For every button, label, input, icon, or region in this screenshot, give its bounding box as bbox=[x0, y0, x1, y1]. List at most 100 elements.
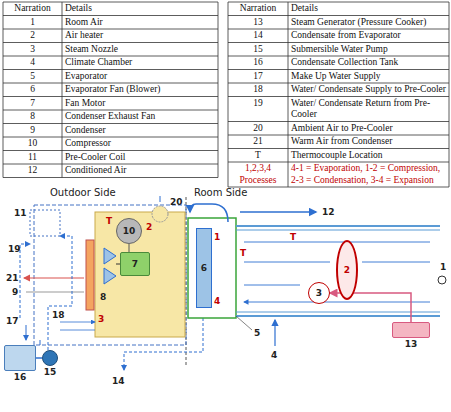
details-cell: Submersible Water Pump bbox=[291, 44, 446, 56]
narration-cell: 10 bbox=[6, 138, 59, 150]
callout-number: 2 bbox=[146, 222, 152, 232]
table-rule bbox=[288, 2, 289, 187]
callout-number: 12 bbox=[322, 207, 335, 217]
narration-cell: 19 bbox=[231, 98, 285, 110]
narration-cell: 9 bbox=[6, 125, 59, 137]
art-stroke bbox=[152, 206, 168, 222]
narration-cell: 18 bbox=[231, 84, 285, 96]
callout-number: T bbox=[106, 216, 112, 226]
narration-cell: 7 bbox=[6, 98, 59, 110]
art-stroke bbox=[274, 320, 275, 346]
details-cell: Conditioned Air bbox=[65, 165, 215, 177]
callout-number: 19 bbox=[8, 244, 21, 254]
art-stroke bbox=[236, 316, 252, 330]
collection-tank: 16 bbox=[4, 345, 36, 371]
table-rule bbox=[3, 83, 218, 84]
art-stroke bbox=[236, 312, 440, 313]
table-rule bbox=[449, 2, 450, 187]
art-stroke bbox=[236, 225, 440, 227]
callout-number: 4 bbox=[271, 350, 277, 360]
art-stroke bbox=[26, 292, 84, 293]
table-rule bbox=[228, 148, 449, 149]
callout-number: 3 bbox=[316, 288, 322, 298]
callout-number: 15 bbox=[44, 367, 57, 377]
details-cell: 4-1 = Evaporation, 1-2 = Compression, 2-… bbox=[291, 163, 446, 186]
compressor: 10 bbox=[116, 218, 142, 244]
narration-cell: 8 bbox=[6, 111, 59, 123]
narration-cell: 6 bbox=[6, 84, 59, 96]
air-heater: 2 bbox=[336, 240, 358, 300]
table-rule bbox=[3, 137, 218, 138]
narration-cell: T bbox=[231, 150, 285, 162]
narration-cell: 15 bbox=[231, 44, 285, 56]
table-rule bbox=[3, 2, 218, 3]
room-unit bbox=[188, 204, 446, 346]
table-rule bbox=[3, 164, 218, 165]
details-cell: Evaporator bbox=[65, 71, 215, 83]
table-rule bbox=[3, 150, 218, 151]
details-cell: Ambient Air to Pre-Cooler bbox=[291, 123, 446, 135]
art-stroke bbox=[48, 236, 72, 350]
outdoor-unit bbox=[20, 196, 203, 370]
narration-cell: 11 bbox=[6, 152, 59, 164]
table-rule bbox=[3, 69, 218, 70]
table-rule bbox=[228, 56, 449, 57]
details-cell: Pre-Cooler Coil bbox=[65, 152, 215, 164]
art-stroke bbox=[236, 230, 440, 231]
art-stroke bbox=[34, 205, 186, 345]
narration-cell: 4 bbox=[6, 57, 59, 69]
table-rule bbox=[228, 2, 449, 3]
art-stroke bbox=[124, 318, 203, 370]
table-rule bbox=[228, 29, 449, 30]
callout-number: 11 bbox=[14, 208, 27, 218]
callout-number: T bbox=[240, 248, 246, 258]
table-rule bbox=[228, 135, 449, 136]
table-rule bbox=[228, 96, 449, 97]
details-cell: Details bbox=[65, 3, 215, 15]
callout-number: 14 bbox=[112, 376, 125, 386]
art-stroke bbox=[30, 210, 60, 236]
table-rule bbox=[228, 187, 449, 188]
narration-cell: 13 bbox=[231, 17, 285, 29]
fan-motor: 7 bbox=[120, 252, 150, 276]
art-stroke bbox=[86, 240, 94, 310]
table-rule bbox=[62, 2, 63, 178]
table-rule bbox=[228, 2, 229, 187]
table-rule bbox=[218, 2, 219, 178]
table-rule bbox=[3, 56, 218, 57]
table-rule bbox=[228, 121, 449, 122]
narration-cell: 2 bbox=[6, 30, 59, 42]
table-rule bbox=[3, 177, 218, 178]
details-cell: Steam Generator (Pressure Cooker) bbox=[291, 17, 446, 29]
callout-number: 1 bbox=[440, 262, 446, 272]
callout-number: 6 bbox=[201, 263, 207, 273]
art-stroke bbox=[26, 325, 27, 340]
table-rule bbox=[3, 2, 4, 178]
details-cell: Thermocouple Location bbox=[291, 150, 446, 162]
table-rule bbox=[3, 110, 218, 111]
table-rule bbox=[3, 96, 218, 97]
art-stroke bbox=[60, 322, 95, 330]
table-rule bbox=[228, 162, 449, 163]
details-cell: Condensate from Evaporator bbox=[291, 30, 446, 42]
details-cell: Condenser Exhaust Fan bbox=[65, 111, 215, 123]
callout-number: 20 bbox=[170, 197, 183, 207]
callout-number: 16 bbox=[14, 372, 27, 382]
details-cell: Air heater bbox=[65, 30, 215, 42]
side-heading: Outdoor Side bbox=[50, 188, 116, 198]
callout-number: 4 bbox=[214, 296, 220, 306]
evaporator: 6 bbox=[196, 228, 212, 308]
callout-number: 8 bbox=[100, 292, 106, 302]
art-stroke bbox=[160, 196, 161, 202]
narration-cell: 12 bbox=[6, 165, 59, 177]
art-stroke bbox=[438, 276, 446, 284]
narration-cell: 5 bbox=[6, 71, 59, 83]
callout-number: T bbox=[290, 232, 296, 242]
narration-cell: 17 bbox=[231, 71, 285, 83]
table-rule bbox=[228, 15, 449, 16]
details-cell: Steam Nozzle bbox=[65, 44, 215, 56]
narration-cell: 20 bbox=[231, 123, 285, 135]
narration-cell: 16 bbox=[231, 57, 285, 69]
details-cell: Make Up Water Supply bbox=[291, 71, 446, 83]
callout-number: 3 bbox=[98, 314, 104, 324]
